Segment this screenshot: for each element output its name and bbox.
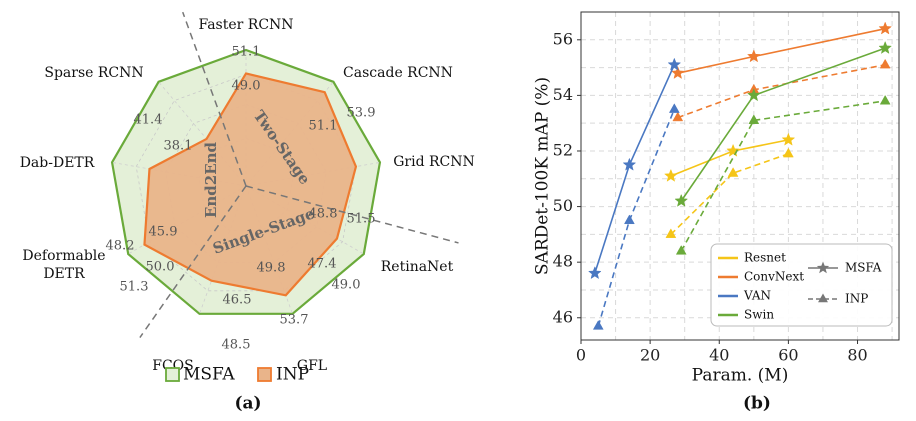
- inp-value-label: 50.0: [146, 260, 175, 275]
- van-inp-line: [597, 109, 676, 327]
- legend-label-msfa: MSFA: [183, 365, 235, 385]
- swin-inp-point: [879, 94, 891, 105]
- resnet-inp-point: [783, 147, 794, 158]
- radar-axis-label: GFL: [297, 358, 327, 374]
- zone-label-end2end: End2End: [202, 141, 220, 218]
- swin-inp-point: [675, 245, 687, 255]
- swin-inp-point: [748, 114, 760, 124]
- radar-chart: Two-StageSingle-StageEnd2End51.153.951.5…: [20, 11, 475, 414]
- msfa-value-label: 51.3: [120, 280, 149, 295]
- radar-spoke: [158, 81, 247, 187]
- radar-axis-label: Sparse RCNN: [44, 65, 143, 81]
- resnet-inp-line: [670, 153, 789, 235]
- resnet-msfa-point: [781, 132, 796, 146]
- radar-axis-label: Grid RCNN: [393, 154, 475, 170]
- y-axis-label: SARDet-100K mAP (%): [533, 77, 553, 275]
- msfa-value-label: 41.4: [134, 113, 163, 128]
- msfa-value-label: 51.1: [232, 45, 261, 60]
- msfa-value-label: 49.0: [332, 278, 361, 293]
- legend-style-marker-inp: [818, 293, 828, 303]
- radar-axis-label: Faster RCNN: [198, 17, 293, 33]
- inp-value-label: 45.9: [149, 225, 178, 240]
- legend-label-swin: Swin: [744, 308, 774, 322]
- van-inp-point: [624, 214, 635, 225]
- caption-b: (b): [743, 394, 771, 414]
- y-tick-label: 54: [553, 85, 573, 104]
- van-inp-point: [592, 320, 604, 330]
- inp-polygon: [143, 72, 358, 297]
- swin-msfa-point: [746, 88, 761, 102]
- inp-value-label: 49.0: [232, 79, 261, 94]
- x-tick-label: 40: [709, 346, 729, 365]
- x-tick-label: 0: [576, 346, 586, 365]
- inp-value-label: 48.8: [309, 207, 338, 222]
- plot-frame: [580, 11, 900, 341]
- legend-label-inp: INP: [276, 365, 309, 385]
- inp-value-label: 46.5: [223, 293, 252, 308]
- convnext-msfa-point: [878, 21, 893, 35]
- group-separator-line: [139, 185, 247, 338]
- inp-value-label: 49.8: [257, 261, 286, 276]
- radar-axis-label: RetinaNet: [381, 259, 454, 275]
- resnet-inp-point: [727, 167, 739, 177]
- convnext-msfa-line: [677, 27, 886, 74]
- legend-style-marker-msfa: [816, 261, 830, 274]
- x-tick-label: 80: [847, 346, 867, 365]
- y-tick-label: 46: [553, 307, 573, 326]
- resnet-msfa-line: [670, 139, 789, 177]
- van-msfa-point: [667, 57, 682, 71]
- y-tick-label: 50: [553, 196, 573, 215]
- radar-legend: MSFA INP: [165, 365, 309, 385]
- msfa-value-label: 53.9: [347, 106, 376, 121]
- x-axis-label: Param. (M): [692, 366, 789, 386]
- y-tick-label: 52: [553, 140, 573, 159]
- radar-axis-label: Dab-DETR: [20, 155, 95, 171]
- msfa-value-label: 53.7: [280, 313, 309, 328]
- convnext-inp-line: [677, 64, 886, 119]
- swin-msfa-point: [674, 193, 689, 207]
- x-tick-label: 60: [778, 346, 798, 365]
- convnext-msfa-point: [670, 65, 685, 79]
- van-msfa-point: [587, 266, 602, 280]
- van-msfa-point: [622, 157, 637, 171]
- swin-msfa-point: [878, 40, 893, 54]
- inp-value-label: 47.4: [308, 257, 337, 272]
- resnet-inp-point: [665, 228, 677, 238]
- convnext-inp-point: [672, 111, 684, 122]
- legend-swatch-inp: [257, 367, 272, 382]
- y-tick-label: 48: [553, 252, 573, 271]
- legend-label-convnext: ConvNext: [744, 270, 804, 284]
- legend-label-van: VAN: [743, 289, 771, 303]
- msfa-value-label: 48.5: [222, 338, 251, 353]
- group-separator-line: [245, 185, 459, 244]
- radar-axis-label: Cascade RCNN: [343, 65, 453, 81]
- convnext-inp-point: [879, 58, 891, 69]
- legend-box: [710, 243, 893, 327]
- legend-swatch-msfa: [165, 367, 180, 382]
- inp-value-label: 51.1: [309, 119, 338, 134]
- y-tick-label: 56: [553, 29, 573, 48]
- resnet-msfa-point: [664, 168, 678, 182]
- legend-label-resnet: Resnet: [744, 251, 786, 265]
- group-separator-line: [182, 11, 247, 187]
- msfa-value-label: 51.5: [347, 212, 376, 227]
- van-inp-point: [668, 103, 680, 113]
- inp-value-label: 38.1: [164, 139, 193, 154]
- caption-a: (a): [234, 394, 261, 414]
- resnet-msfa-point: [726, 143, 740, 157]
- msfa-value-label: 48.2: [106, 239, 135, 254]
- radar-axis-label: FCOS: [152, 358, 194, 374]
- x-tick-label: 20: [640, 346, 660, 365]
- convnext-msfa-point: [746, 49, 761, 63]
- legend-style-label-msfa: MSFA: [845, 261, 882, 275]
- legend-style-label-inp: INP: [845, 292, 868, 306]
- van-msfa-line: [594, 64, 676, 274]
